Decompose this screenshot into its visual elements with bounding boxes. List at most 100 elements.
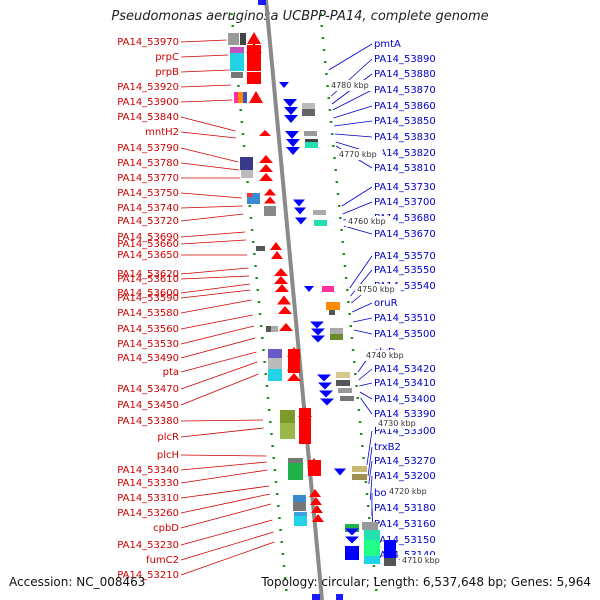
left-gene-label[interactable]: PA14_53210 bbox=[117, 570, 179, 581]
left-gene-label[interactable]: PA14_53530 bbox=[117, 339, 179, 350]
right-gene-label[interactable]: PA14_53270 bbox=[374, 456, 436, 467]
gene-block[interactable] bbox=[336, 372, 350, 378]
forward-gene-arrow[interactable] bbox=[287, 361, 301, 371]
forward-gene-arrow[interactable] bbox=[270, 242, 282, 250]
left-gene-label[interactable]: PA14_53230 bbox=[117, 540, 179, 551]
left-gene-label[interactable]: PA14_53590 bbox=[117, 293, 179, 304]
left-gene-label[interactable]: PA14_53380 bbox=[117, 416, 179, 427]
forward-gene-arrow[interactable] bbox=[259, 173, 273, 181]
right-gene-label[interactable]: PA14_53410 bbox=[374, 378, 436, 389]
gene-block[interactable] bbox=[305, 139, 318, 142]
gene-block[interactable] bbox=[268, 358, 282, 369]
gene-block[interactable] bbox=[364, 556, 380, 564]
gene-block[interactable] bbox=[234, 92, 238, 103]
forward-gene-arrow[interactable] bbox=[274, 276, 288, 284]
gene-block[interactable] bbox=[280, 410, 295, 423]
gene-block[interactable] bbox=[293, 495, 306, 502]
forward-gene-arrow[interactable] bbox=[249, 91, 263, 103]
right-gene-label[interactable]: PA14_53500 bbox=[374, 329, 436, 340]
gene-block[interactable] bbox=[247, 193, 252, 197]
reverse-gene-arrow[interactable] bbox=[311, 328, 325, 336]
forward-gene-arrow[interactable] bbox=[287, 347, 301, 357]
gene-block[interactable] bbox=[238, 92, 243, 103]
forward-gene-arrow[interactable] bbox=[278, 306, 292, 314]
right-gene-label[interactable]: PA14_53160 bbox=[374, 519, 436, 530]
gene-block[interactable] bbox=[329, 310, 335, 315]
right-gene-label[interactable]: PA14_53810 bbox=[374, 163, 436, 174]
forward-gene-arrow[interactable] bbox=[246, 43, 262, 53]
right-gene-label[interactable]: PA14_53540 bbox=[374, 281, 436, 292]
gene-block[interactable] bbox=[302, 103, 315, 109]
left-gene-label[interactable]: prpB bbox=[155, 67, 179, 78]
left-gene-label[interactable]: PA14_53970 bbox=[117, 37, 179, 48]
gene-block[interactable] bbox=[280, 423, 295, 439]
reverse-gene-arrow[interactable] bbox=[293, 199, 305, 207]
forward-gene-arrow[interactable] bbox=[264, 188, 276, 196]
forward-gene-arrow[interactable] bbox=[311, 505, 323, 513]
reverse-gene-arrow[interactable] bbox=[345, 536, 359, 544]
right-gene-label[interactable]: PA14_53680 bbox=[374, 213, 436, 224]
right-gene-label[interactable]: PA14_53700 bbox=[374, 197, 436, 208]
left-gene-label[interactable]: PA14_53660 bbox=[117, 239, 179, 250]
gene-block[interactable] bbox=[302, 109, 315, 116]
forward-gene-arrow[interactable] bbox=[271, 251, 283, 259]
gene-block-bottom[interactable] bbox=[312, 594, 320, 600]
gene-block[interactable] bbox=[230, 47, 244, 53]
reverse-gene-arrow[interactable] bbox=[286, 139, 300, 147]
reverse-gene-arrow[interactable] bbox=[345, 552, 359, 560]
gene-block[interactable] bbox=[330, 328, 343, 334]
reverse-gene-arrow[interactable] bbox=[318, 382, 332, 390]
left-gene-label[interactable]: PA14_53610 bbox=[117, 274, 179, 285]
forward-gene-arrow[interactable] bbox=[298, 407, 312, 417]
right-gene-label[interactable]: PA14_53880 bbox=[374, 69, 436, 80]
left-gene-label[interactable]: PA14_53260 bbox=[117, 508, 179, 519]
left-gene-label[interactable]: PA14_53770 bbox=[117, 173, 179, 184]
gene-block[interactable] bbox=[241, 170, 253, 178]
right-gene-label[interactable]: PA14_53670 bbox=[374, 229, 436, 240]
right-gene-label[interactable]: PA14_53860 bbox=[374, 101, 436, 112]
left-gene-label[interactable]: PA14_53330 bbox=[117, 478, 179, 489]
gene-block[interactable] bbox=[384, 558, 396, 566]
gene-block[interactable] bbox=[352, 466, 367, 472]
right-gene-label[interactable]: oruR bbox=[374, 298, 398, 309]
left-gene-label[interactable]: prpC bbox=[155, 52, 179, 63]
reverse-gene-arrow[interactable] bbox=[304, 286, 314, 292]
forward-gene-arrow[interactable] bbox=[279, 323, 293, 331]
gene-block[interactable] bbox=[266, 326, 278, 332]
reverse-gene-arrow[interactable] bbox=[284, 115, 298, 123]
forward-gene-arrow[interactable] bbox=[309, 489, 321, 497]
left-gene-label[interactable]: PA14_53560 bbox=[117, 324, 179, 335]
left-gene-label[interactable]: pta bbox=[163, 367, 179, 378]
gene-block[interactable] bbox=[294, 516, 307, 526]
right-gene-label[interactable]: PA14_53870 bbox=[374, 85, 436, 96]
gene-block[interactable] bbox=[240, 157, 253, 170]
right-gene-label[interactable]: PA14_53730 bbox=[374, 182, 436, 193]
gene-block[interactable] bbox=[288, 458, 303, 480]
left-gene-label[interactable]: PA14_53450 bbox=[117, 400, 179, 411]
left-gene-label[interactable]: PA14_53750 bbox=[117, 188, 179, 199]
right-gene-label[interactable]: PA14_53890 bbox=[374, 54, 436, 65]
reverse-gene-arrow[interactable] bbox=[285, 131, 299, 139]
reverse-gene-arrow[interactable] bbox=[279, 82, 289, 88]
right-gene-label[interactable]: PA14_53180 bbox=[374, 503, 436, 514]
forward-gene-arrow[interactable] bbox=[275, 284, 289, 292]
gene-block-bottom[interactable] bbox=[336, 594, 343, 600]
forward-gene-arrow[interactable] bbox=[259, 164, 273, 172]
gene-block[interactable] bbox=[268, 369, 282, 381]
left-gene-label[interactable]: PA14_53490 bbox=[117, 353, 179, 364]
forward-gene-arrow[interactable] bbox=[307, 458, 321, 468]
gene-block[interactable] bbox=[364, 530, 380, 540]
gene-block-top[interactable] bbox=[258, 0, 266, 5]
left-gene-label[interactable]: PA14_53720 bbox=[117, 216, 179, 227]
left-gene-label[interactable]: PA14_53340 bbox=[117, 465, 179, 476]
forward-gene-arrow[interactable] bbox=[259, 130, 271, 136]
left-gene-label[interactable]: PA14_53650 bbox=[117, 250, 179, 261]
left-gene-label[interactable]: PA14_53920 bbox=[117, 82, 179, 93]
right-gene-label[interactable]: PA14_53850 bbox=[374, 116, 436, 127]
reverse-gene-arrow[interactable] bbox=[320, 398, 334, 406]
gene-block[interactable] bbox=[240, 33, 246, 45]
right-gene-label[interactable]: PA14_53420 bbox=[374, 364, 436, 375]
gene-block[interactable] bbox=[326, 302, 340, 310]
gene-block[interactable] bbox=[305, 139, 318, 148]
gene-block[interactable] bbox=[313, 210, 326, 215]
